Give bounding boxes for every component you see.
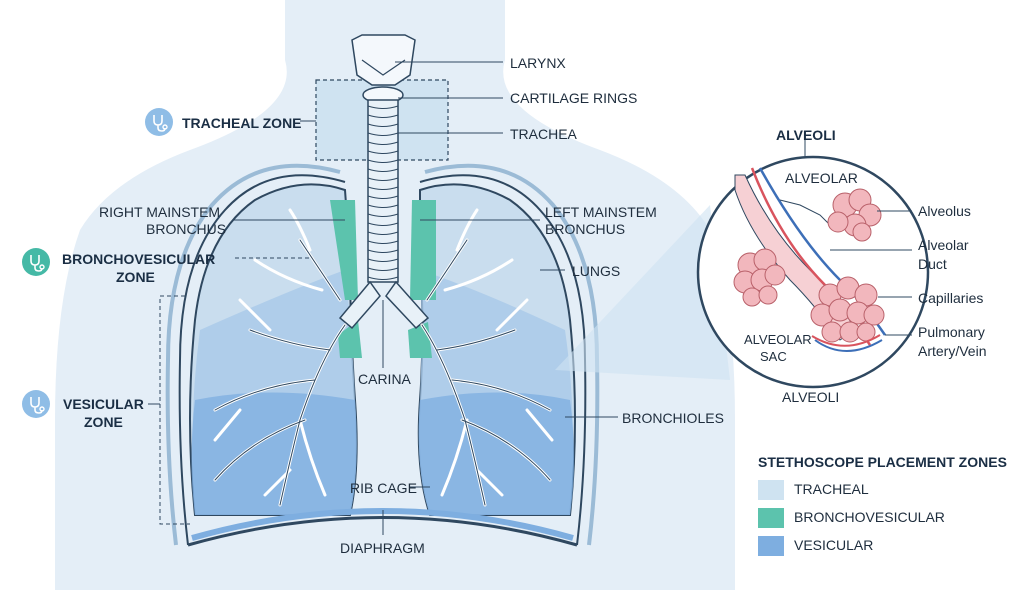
cartilage-ring	[367, 222, 399, 226]
stethoscope-icon	[22, 390, 50, 418]
larynx-label: LARYNX	[510, 55, 566, 71]
cartilage-ring	[367, 258, 399, 262]
left-mainstem-label-2: BRONCHUS	[545, 221, 626, 237]
stethoscope-icon	[22, 248, 50, 276]
cartilage-ring	[367, 141, 399, 145]
right-mainstem-bronchus	[338, 280, 381, 330]
cartilage-ring	[367, 267, 399, 271]
carina-label: CARINA	[358, 371, 411, 387]
cartilage-ring	[367, 132, 399, 136]
cartilage-ring	[367, 150, 399, 154]
left-lung	[408, 183, 576, 516]
legend-label: VESICULAR	[794, 537, 874, 553]
bronchioles-label: BRONCHIOLES	[622, 410, 724, 426]
legend-swatch	[758, 480, 784, 500]
cartilage-ring	[367, 168, 399, 172]
legend-title: STETHOSCOPE PLACEMENT ZONES	[758, 454, 1007, 470]
cartilage-ring	[367, 159, 399, 163]
lungs-label: LUNGS	[572, 263, 621, 279]
left-mainstem-bronchus	[385, 280, 430, 330]
larynx-shape	[351, 34, 416, 86]
legend-label: BRONCHOVESICULAR	[794, 509, 945, 525]
cartilage-ring	[367, 186, 399, 190]
vesicular-zone-label-2: ZONE	[84, 414, 123, 430]
cartilage-rings-label: CARTILAGE RINGS	[510, 90, 638, 106]
legend-swatch	[758, 536, 784, 556]
right-mainstem-label: RIGHT MAINSTEM	[99, 204, 221, 220]
left-mainstem-label: LEFT MAINSTEM	[545, 204, 657, 220]
cartilage-ring	[367, 195, 399, 199]
trachea	[367, 99, 399, 283]
leader-lines	[232, 61, 618, 535]
rib-cage-left	[419, 174, 587, 546]
legend-label: TRACHEAL	[794, 481, 869, 497]
cartilage-ring	[367, 114, 399, 118]
cartilage-ring	[367, 276, 399, 280]
cartilage-ring	[367, 240, 399, 244]
pulmonary-label: Pulmonary	[918, 324, 985, 340]
inset-leader-lines	[830, 210, 912, 336]
alveolus-label: Alveolus	[918, 203, 971, 219]
alveolar-sac-label: ALVEOLAR	[744, 332, 812, 347]
alveolar-duct-label-2: Duct	[918, 256, 947, 272]
rib-outer-left	[424, 163, 600, 546]
vesicular-zone-label: VESICULAR	[63, 396, 144, 412]
inset-callout-beam	[555, 205, 730, 380]
bronchial-tree-left-outline	[421, 239, 551, 506]
cartilage-ring	[367, 231, 399, 235]
alveolar-duct-label: Alveolar	[918, 237, 969, 253]
right-mainstem-label-2: BRONCHUS	[146, 221, 227, 237]
legend-swatch	[758, 508, 784, 528]
bronchovesicular-zone-label-2: ZONE	[116, 269, 155, 285]
diaphragm-label: DIAPHRAGM	[340, 540, 425, 556]
rib-outer-right	[165, 163, 341, 546]
bronchovesicular-zone-label: BRONCHOVESICULAR	[62, 251, 216, 267]
cartilage-ring	[367, 177, 399, 181]
cartilage-ring	[367, 249, 399, 253]
cartilage-ring	[367, 213, 399, 217]
alveolar-sac-label-2: SAC	[760, 349, 787, 364]
rib-cage-right	[178, 174, 346, 546]
trachea-label: TRACHEA	[510, 126, 577, 142]
alveoli-inset	[696, 155, 930, 389]
right-lung	[189, 183, 362, 516]
alveolar-top-label: ALVEOLAR	[785, 170, 858, 186]
cartilage-ring	[367, 123, 399, 127]
alveoli-title: ALVEOLI	[776, 127, 836, 143]
capillary-cluster	[810, 276, 885, 343]
capillaries-label: Capillaries	[918, 290, 984, 306]
stethoscope-icon	[145, 108, 173, 136]
cartilage-ring	[367, 105, 399, 109]
vesicular-bracket	[159, 295, 190, 525]
alveolar-sac-cluster	[733, 248, 786, 307]
cartilage-ring	[367, 204, 399, 208]
tracheal-zone-label: TRACHEAL ZONE	[182, 115, 302, 131]
bronchial-tree-right-outline	[214, 239, 346, 506]
pulmonary-label-2: Artery/Vein	[918, 343, 987, 359]
rib-cage-label: RIB CAGE	[350, 480, 417, 496]
alveoli-bottom-label: ALVEOLI	[782, 389, 840, 405]
alveolus-cluster	[827, 188, 882, 242]
